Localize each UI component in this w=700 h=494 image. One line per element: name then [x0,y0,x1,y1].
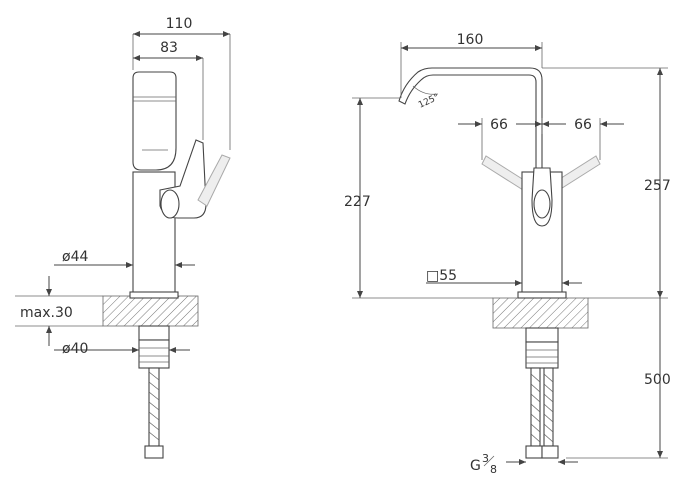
side-lever-ghost [197,154,231,207]
side-lever-pivot [160,189,180,219]
dim-o40: ø40 [62,341,88,357]
thread-denominator: 8 [490,463,497,476]
side-shank [138,325,170,341]
dim-max30: max.30 [20,305,73,321]
side-hose [148,367,160,447]
side-nut [138,339,170,369]
front-spout [398,67,543,173]
thread-numerator: 3 [482,452,489,465]
front-base-ring [517,291,567,299]
dim-83: 83 [160,40,178,56]
front-view: 125° 160 [344,32,671,476]
dim-o44: ø44 [62,249,88,265]
side-base-ring [129,291,179,299]
side-deck [102,295,199,327]
side-handle-head [132,71,177,171]
dim-110: 110 [166,16,193,32]
dim-66-right: 66 [574,117,592,133]
front-hose-left [530,367,541,447]
front-nut [525,341,559,369]
front-hose-fitting-right [541,445,559,459]
dim-66-left: 66 [490,117,508,133]
front-lever-pivot [533,189,551,219]
dim-125deg: 125° [417,92,441,110]
dim-500: 500 [644,372,671,388]
dim-160: 160 [457,32,484,48]
front-deck [492,297,589,329]
thread-g: G [470,458,481,474]
side-view: 110 83 ø44 max.30 ø40 [15,16,231,459]
front-hose-right [543,367,554,447]
front-hose-fitting-left [525,445,543,459]
dim-257: 257 [644,178,671,194]
front-shank [525,327,559,343]
dim-227: 227 [344,194,371,210]
dim-square55: □55 [426,268,457,284]
side-hose-fitting [144,445,164,459]
